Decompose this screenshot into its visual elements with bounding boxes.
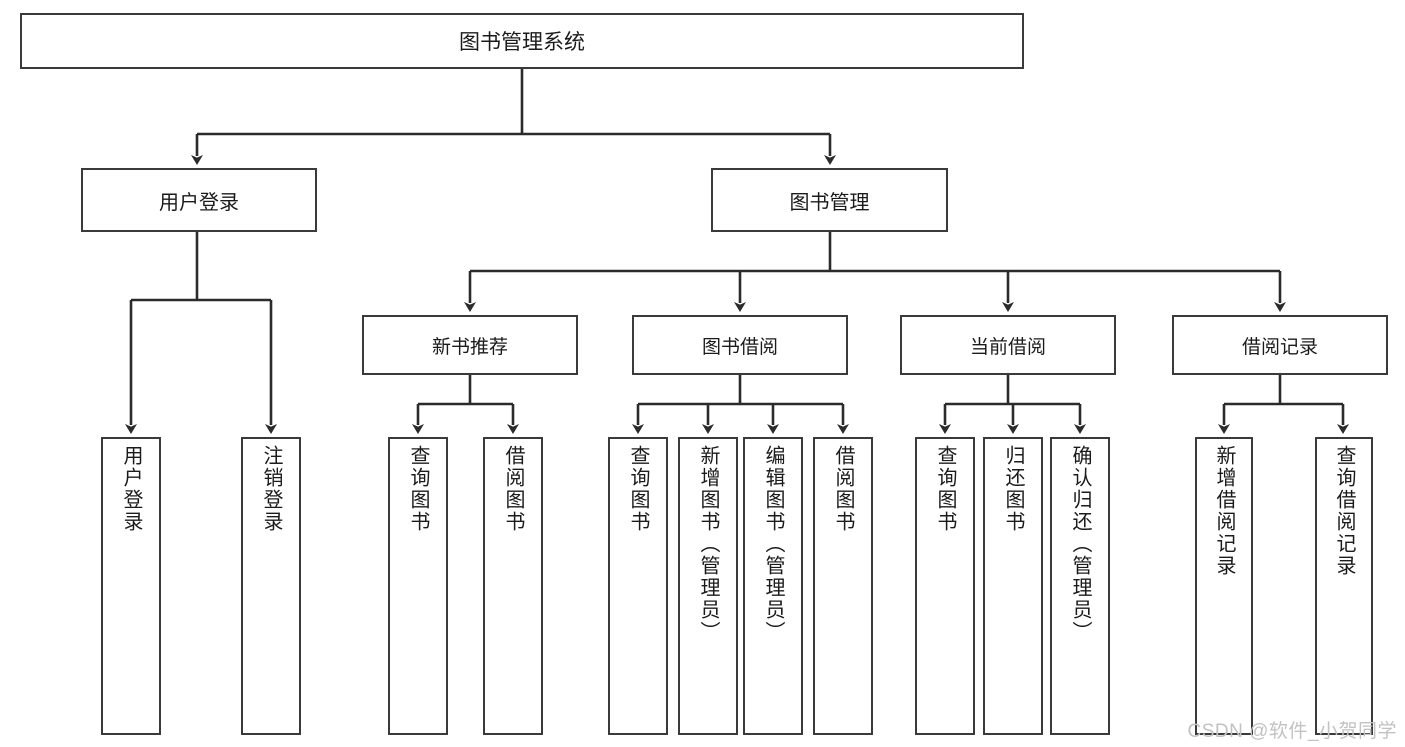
leaf-query-book-borrow[interactable]: 查询图书 [608, 437, 668, 735]
leaf-add-borrow-record[interactable]: 新增借阅记录 [1195, 437, 1253, 735]
node-label: 查询图书 [934, 445, 956, 533]
leaf-query-book-current[interactable]: 查询图书 [915, 437, 975, 735]
leaf-add-book-admin[interactable]: 新增图书（管理员） [678, 437, 738, 735]
node-label: 借阅图书 [502, 445, 524, 533]
node-label: 确认归还（管理员） [1069, 445, 1091, 643]
node-user-login[interactable]: 用户登录 [81, 168, 317, 232]
node-label: 查询借阅记录 [1333, 445, 1355, 577]
node-label: 归还图书 [1002, 445, 1024, 533]
leaf-query-book-recommend[interactable]: 查询图书 [388, 437, 448, 735]
node-label: 查询图书 [627, 445, 649, 533]
node-current-borrow[interactable]: 当前借阅 [900, 315, 1116, 375]
node-label: 用户登录 [159, 191, 239, 214]
node-label: 编辑图书（管理员） [762, 445, 784, 643]
node-label: 借阅记录 [1241, 336, 1318, 358]
node-label: 查询图书 [407, 445, 429, 533]
leaf-edit-book-admin[interactable]: 编辑图书（管理员） [743, 437, 803, 735]
leaf-query-borrow-record[interactable]: 查询借阅记录 [1315, 437, 1373, 735]
leaf-return-book[interactable]: 归还图书 [983, 437, 1043, 735]
node-label: 注销登录 [260, 445, 282, 533]
leaf-borrow-book-recommend[interactable]: 借阅图书 [483, 437, 543, 735]
node-label: 新书推荐 [431, 336, 508, 358]
node-new-book-recommend[interactable]: 新书推荐 [362, 315, 578, 375]
leaf-user-login[interactable]: 用户登录 [101, 437, 161, 735]
node-book-borrow[interactable]: 图书借阅 [632, 315, 848, 375]
node-label: 借阅图书 [832, 445, 854, 533]
node-borrow-records[interactable]: 借阅记录 [1172, 315, 1388, 375]
leaf-confirm-return-admin[interactable]: 确认归还（管理员） [1050, 437, 1110, 735]
node-book-management[interactable]: 图书管理 [711, 168, 948, 232]
leaf-borrow-book[interactable]: 借阅图书 [813, 437, 873, 735]
node-label: 用户登录 [120, 445, 142, 533]
node-label: 新增借阅记录 [1213, 445, 1235, 577]
node-label: 图书管理系统 [459, 31, 585, 54]
node-label: 图书管理 [789, 191, 870, 214]
node-label: 图书借阅 [701, 336, 778, 358]
node-root[interactable]: 图书管理系统 [20, 13, 1024, 69]
node-label: 新增图书（管理员） [697, 445, 719, 643]
node-label: 当前借阅 [969, 336, 1046, 358]
csdn-watermark: CSDN @软件_小贺同学 [1187, 721, 1397, 742]
leaf-logout[interactable]: 注销登录 [241, 437, 301, 735]
